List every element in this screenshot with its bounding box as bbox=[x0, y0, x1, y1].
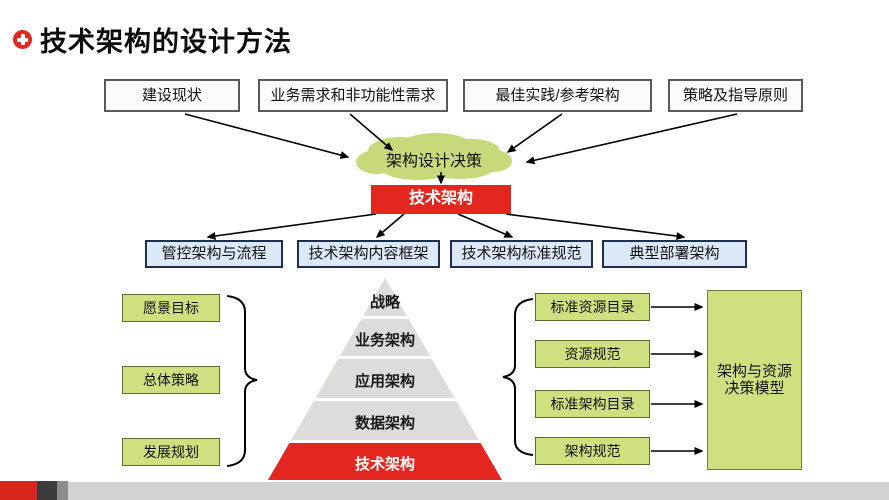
footer-dark-square bbox=[37, 481, 57, 500]
plus-icon bbox=[13, 30, 32, 49]
input-box-best-practice: 最佳实践/参考架构 bbox=[463, 79, 652, 112]
output-box-deployment: 典型部署架构 bbox=[602, 240, 747, 268]
arrows-inputs-to-cloud bbox=[184, 113, 738, 185]
architecture-pyramid bbox=[268, 278, 502, 480]
right-box-resource-spec: 资源规范 bbox=[535, 340, 650, 368]
left-box-overall-strategy: 总体策略 bbox=[122, 366, 220, 394]
pyramid-layer-technology: 技术架构 bbox=[354, 456, 415, 473]
input-box-business-requirements: 业务需求和非功能性需求 bbox=[258, 79, 448, 112]
decision-cloud-shape bbox=[356, 133, 512, 180]
pyramid-layer-business: 业务架构 bbox=[354, 332, 415, 349]
decision-model-box: 架构与资源 决策模型 bbox=[707, 290, 802, 470]
pyramid-layer-data: 数据架构 bbox=[354, 415, 415, 432]
decision-model-line1: 架构与资源 bbox=[716, 362, 792, 380]
left-box-development-plan: 发展规划 bbox=[122, 438, 220, 466]
decision-cloud-label: 架构设计决策 bbox=[385, 153, 482, 170]
left-brace bbox=[226, 295, 258, 467]
right-box-standard-resource-catalog: 标准资源目录 bbox=[535, 293, 650, 321]
left-box-vision-goals: 愿景目标 bbox=[122, 294, 220, 322]
arrows-techarch-to-outputs bbox=[206, 213, 686, 241]
right-brace bbox=[502, 298, 534, 456]
output-box-governance: 管控架构与流程 bbox=[145, 240, 283, 268]
right-box-standard-architecture-catalog: 标准架构目录 bbox=[535, 390, 650, 418]
output-box-standards: 技术架构标准规范 bbox=[450, 240, 593, 268]
decision-model-line2: 决策模型 bbox=[724, 380, 785, 397]
right-box-architecture-spec: 架构规范 bbox=[535, 437, 650, 465]
footer-gray-square bbox=[57, 481, 68, 500]
arrows-items-to-model bbox=[651, 303, 704, 455]
input-box-current-state: 建设现状 bbox=[104, 79, 240, 112]
pyramid-layer-strategy: 战略 bbox=[369, 294, 400, 311]
footer-red-square bbox=[0, 481, 37, 500]
page-title: 技术架构的设计方法 bbox=[40, 27, 292, 57]
footer-bar bbox=[0, 482, 889, 500]
pyramid-layer-application: 应用架构 bbox=[354, 373, 415, 390]
output-box-content-framework: 技术架构内容框架 bbox=[297, 240, 440, 268]
title-row: 技术架构的设计方法 bbox=[13, 20, 292, 59]
input-box-strategy-principles: 策略及指导原则 bbox=[668, 79, 803, 112]
tech-architecture-box: 技术架构 bbox=[371, 185, 511, 214]
